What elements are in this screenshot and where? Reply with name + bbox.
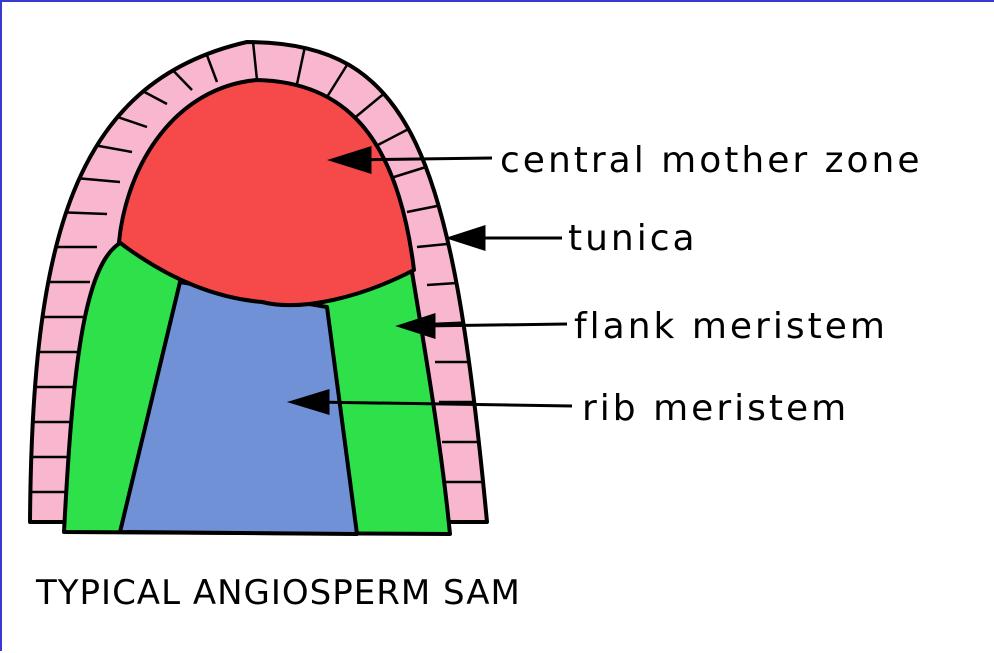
label-tunica: tunica [568, 218, 698, 259]
flank-meristem-arrow-line [422, 324, 567, 326]
label-central-mother-zone: central mother zone [500, 140, 922, 181]
label-rib-meristem: rib meristem [582, 388, 849, 429]
label-flank-meristem: flank meristem [574, 306, 888, 347]
tunica-arrowhead [450, 227, 484, 249]
diagram-caption: TYPICAL ANGIOSPERM SAM [35, 573, 521, 613]
